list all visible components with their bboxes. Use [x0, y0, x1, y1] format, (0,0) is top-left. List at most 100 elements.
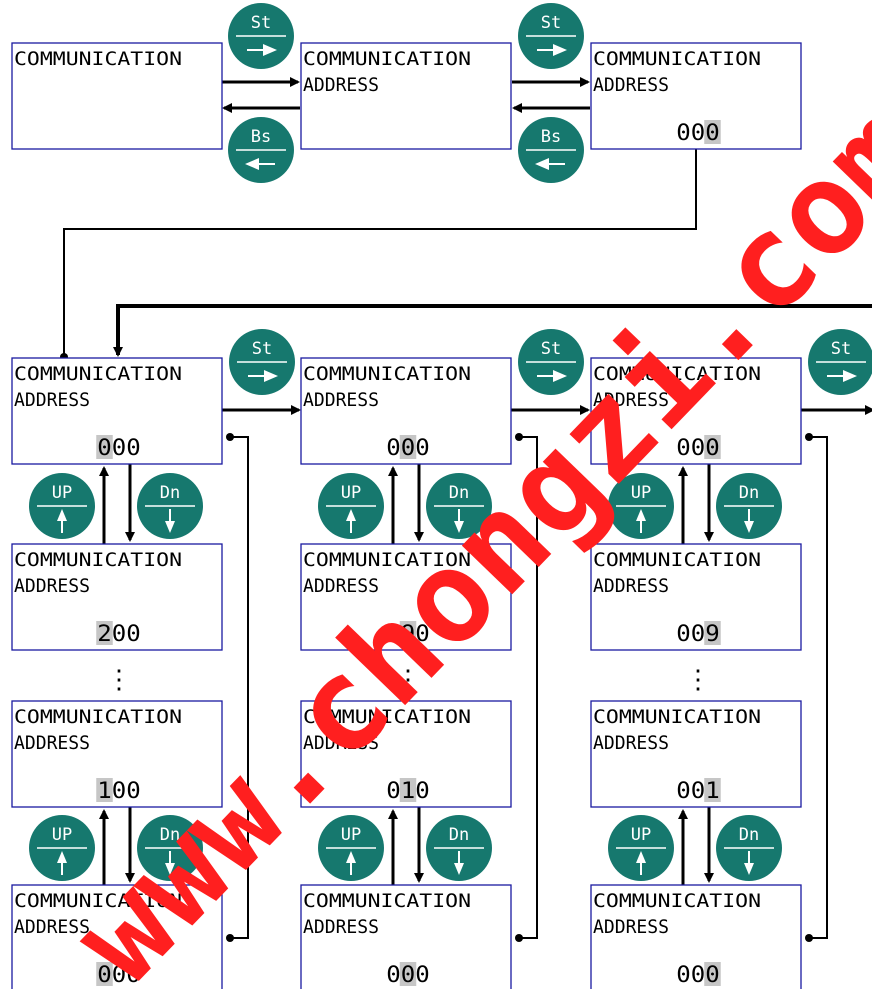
key-label: St [251, 13, 271, 33]
arrow-down-icon [744, 851, 754, 875]
arrow-up-icon [636, 509, 646, 533]
display-value: 010 [386, 779, 430, 804]
selected-digit-highlight [704, 621, 721, 645]
top-display-1: COMMUNICATION [11, 42, 223, 150]
up-key: UP [608, 473, 674, 539]
arrow-right-icon [827, 370, 857, 382]
key-label: UP [341, 825, 361, 845]
display-line-2: ADDRESS [303, 74, 379, 96]
display-frame [11, 42, 223, 150]
selected-digit-highlight [704, 778, 721, 802]
key-label: Dn [739, 483, 759, 503]
junction-dot [226, 934, 234, 942]
display-value: 000 [386, 963, 430, 988]
key-label: Dn [160, 825, 180, 845]
selected-digit-highlight [399, 778, 417, 802]
arrow-right-icon [247, 44, 277, 56]
display-value: 100 [97, 779, 141, 804]
ellipsis-vertical: ⋮ [685, 665, 711, 695]
key-label: Dn [449, 483, 469, 503]
display-value: 000 [676, 963, 720, 988]
display-line-1: COMMUNICATION [303, 549, 471, 571]
set-key: St [518, 3, 584, 69]
up-key: UP [608, 815, 674, 881]
up-key: UP [318, 815, 384, 881]
down-key: Dn [137, 815, 203, 881]
display-line-2: ADDRESS [303, 916, 379, 938]
display-line-2: ADDRESS [14, 389, 90, 411]
display-line-2: ADDRESS [303, 389, 379, 411]
selected-digit-highlight [96, 621, 113, 645]
grid-display-c1-r2: COMMUNICATION ADDRESS 200 [11, 543, 223, 651]
return-line [230, 436, 249, 939]
arrow-down-icon [165, 509, 175, 533]
down-key: Dn [426, 473, 492, 539]
arrow-down-icon [454, 851, 464, 875]
up-key: UP [29, 815, 95, 881]
key-label: St [541, 339, 561, 359]
back-key: Bs [518, 117, 584, 183]
down-key: Dn [716, 815, 782, 881]
display-line-2: ADDRESS [303, 732, 379, 754]
junction-dot [805, 934, 813, 942]
grid-display-c2-r4: COMMUNICATION ADDRESS 000 [300, 884, 512, 992]
arrow-down-icon [454, 509, 464, 533]
selected-digit-highlight [704, 120, 721, 144]
arrow-up-icon [636, 851, 646, 875]
selected-digit-highlight [399, 621, 417, 645]
ellipsis-vertical: ⋮ [106, 665, 132, 695]
selected-digit-highlight [704, 435, 721, 459]
key-label: UP [631, 483, 651, 503]
up-key: UP [318, 473, 384, 539]
display-frame [11, 700, 223, 808]
display-line-1: COMMUNICATION [303, 48, 471, 70]
display-line-1: COMMUNICATION [14, 890, 182, 912]
display-line-1: COMMUNICATION [593, 363, 761, 385]
return-line [519, 436, 538, 939]
junction-dot [515, 934, 523, 942]
display-value: 090 [386, 622, 430, 647]
display-frame [590, 700, 802, 808]
arrow-up-icon [346, 509, 356, 533]
display-line-1: COMMUNICATION [14, 549, 182, 571]
display-line-2: ADDRESS [14, 575, 90, 597]
set-key: St [229, 329, 295, 395]
down-key: Dn [137, 473, 203, 539]
display-line-1: COMMUNICATION [14, 48, 182, 70]
display-frame [11, 543, 223, 651]
selected-digit-highlight [399, 435, 417, 459]
loop-return-line [113, 304, 872, 357]
display-value: 200 [97, 622, 141, 647]
display-line-1: COMMUNICATION [303, 706, 471, 728]
arrow-up-icon [57, 509, 67, 533]
display-line-1: COMMUNICATION [14, 363, 182, 385]
display-line-1: COMMUNICATION [303, 890, 471, 912]
up-key: UP [29, 473, 95, 539]
arrow-right-icon [537, 370, 567, 382]
key-label: Bs [251, 127, 271, 147]
display-value: 000 [97, 436, 141, 461]
return-line [809, 436, 828, 939]
display-line-2: ADDRESS [303, 575, 379, 597]
display-value: 000 [386, 436, 430, 461]
arrow-left-icon [535, 158, 565, 170]
display-line-1: COMMUNICATION [593, 890, 761, 912]
display-line-2: ADDRESS [593, 389, 669, 411]
junction-dot [226, 433, 234, 441]
display-line-2: ADDRESS [593, 575, 669, 597]
display-value: 001 [676, 779, 720, 804]
set-key: St [228, 3, 294, 69]
key-label: St [831, 339, 851, 359]
selected-digit-highlight [399, 962, 417, 986]
ellipsis-vertical: ⋮ [395, 665, 421, 695]
key-label: Dn [160, 483, 180, 503]
key-label: Bs [541, 127, 561, 147]
key-label: St [541, 13, 561, 33]
arrow-up-icon [346, 851, 356, 875]
key-label: UP [52, 825, 72, 845]
display-value: 000 [676, 436, 720, 461]
key-label: UP [631, 825, 651, 845]
grid-display-c3-r1: COMMUNICATION ADDRESS 000 [590, 357, 802, 465]
